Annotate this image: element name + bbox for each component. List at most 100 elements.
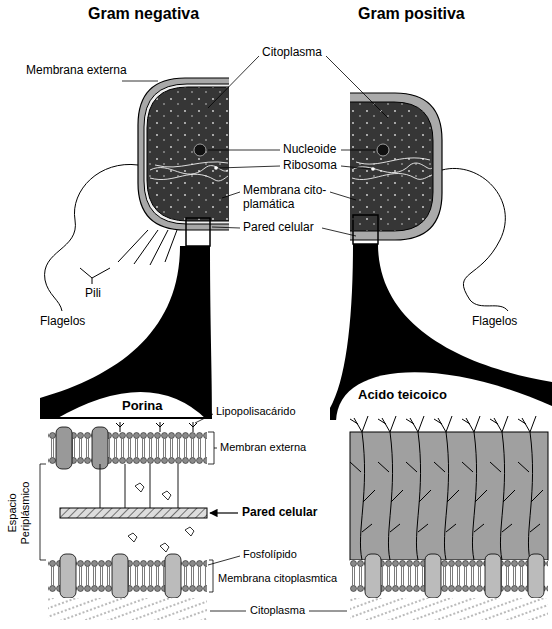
part-label: Membran externa <box>220 441 306 454</box>
leader-line <box>341 166 371 169</box>
lipoprotein <box>178 464 179 508</box>
flagellum <box>45 164 138 311</box>
leader-line <box>222 192 240 198</box>
ribosome <box>371 167 375 171</box>
part-label: Pared celular <box>242 506 317 520</box>
gram-positive-envelope <box>350 416 548 620</box>
region-label: Espacio Periplásmico <box>6 468 31 558</box>
arrow <box>210 512 238 513</box>
teichoic-acid <box>518 416 543 560</box>
part-label: Pared celular <box>243 221 314 235</box>
zoom-box <box>186 218 210 246</box>
leader-line <box>212 227 240 228</box>
teichoic-acid <box>490 416 515 560</box>
lps-symbol <box>116 422 124 432</box>
cytoplasm-band <box>350 598 548 620</box>
part-label: Acido teicoico <box>358 388 447 403</box>
zoom-funnel <box>40 246 212 418</box>
membrane-protein <box>112 554 128 598</box>
pilus <box>118 230 148 262</box>
membrane-protein <box>60 554 76 598</box>
flagellum <box>442 168 508 311</box>
leader-lines <box>40 414 347 611</box>
part-label: Citoplasma <box>250 604 305 617</box>
part-label: Fosfolípido <box>243 548 297 561</box>
periplasm-protein <box>160 543 169 552</box>
periplasm-protein <box>135 483 144 492</box>
leader-line <box>208 56 259 108</box>
teichoic-acid <box>462 416 487 560</box>
leader-line <box>330 192 356 200</box>
bracket <box>209 560 213 592</box>
membrane-protein <box>365 554 381 598</box>
part-label: Nucleoide <box>283 143 336 157</box>
dna-fiber <box>352 163 432 173</box>
periplasm-protein <box>128 533 137 542</box>
part-label: Membrana externa <box>26 64 127 78</box>
cytoplasm <box>147 87 229 221</box>
periplasm-protein <box>185 527 194 536</box>
dna-fiber <box>352 173 432 179</box>
part-label: Flagelos <box>472 315 517 329</box>
lipoprotein <box>150 464 151 508</box>
part-label: Pili <box>85 287 101 301</box>
membrane-protein <box>165 554 181 598</box>
lps-symbol <box>156 422 164 432</box>
pilus <box>134 230 158 264</box>
leader-line <box>210 611 246 612</box>
funnel-rim <box>40 417 212 419</box>
ribosome <box>214 166 218 170</box>
bracket <box>208 432 217 464</box>
dna-fiber <box>150 166 228 174</box>
leader-line <box>322 228 356 236</box>
lipoprotein <box>100 464 101 508</box>
nucleoid <box>377 144 389 156</box>
porin <box>56 427 72 469</box>
pili-bracket <box>80 268 110 284</box>
leader-lines <box>122 56 388 236</box>
dna-fiber <box>150 174 228 181</box>
nucleoid <box>194 144 206 156</box>
dna-fibers <box>352 158 432 180</box>
peptidoglycan <box>60 508 207 518</box>
part-label: Citoplasma <box>262 46 322 60</box>
membrane-protein <box>425 554 441 598</box>
leader-line <box>218 166 280 168</box>
teichoic-acid <box>434 416 459 560</box>
cell-type-heading: Gram negativa <box>88 5 199 23</box>
part-label: Membrana cito- plamática <box>243 184 335 212</box>
dna-fiber <box>155 162 228 167</box>
leader-line <box>195 414 213 423</box>
cell-type-heading: Gram positiva <box>358 5 465 23</box>
lipoprotein <box>125 464 126 508</box>
cytoplasm <box>350 102 433 231</box>
zoom-box <box>353 215 378 244</box>
leader-line <box>326 56 388 118</box>
part-label: Ribosoma <box>283 159 337 173</box>
peptidoglycan-wall <box>350 432 548 560</box>
lps-symbol <box>189 422 197 432</box>
periplasm-protein <box>162 491 171 500</box>
teichoic-acid <box>378 416 403 560</box>
part-label: Porina <box>122 399 162 414</box>
funnel-arch <box>56 392 206 419</box>
part-label: Flagelos <box>40 315 85 329</box>
part-label: Lipopolisacárido <box>216 405 296 418</box>
pilus <box>150 230 168 265</box>
leader-line <box>208 150 280 151</box>
part-label: Membrana citoplasmtica <box>218 572 337 585</box>
pili <box>80 230 177 284</box>
pilus <box>165 230 177 262</box>
lipoproteins <box>100 464 178 508</box>
teichoic-acid <box>406 416 431 560</box>
leader-line <box>309 611 347 612</box>
zoom-funnel <box>330 244 552 420</box>
teichoic-acid <box>350 416 375 560</box>
funnel-arch <box>336 372 552 421</box>
cytoplasm-band <box>48 598 207 620</box>
bracket <box>40 464 46 560</box>
leader-line <box>341 150 376 151</box>
leader-line <box>122 81 158 82</box>
dna-fibers <box>150 162 228 181</box>
dna-fiber <box>356 158 430 164</box>
